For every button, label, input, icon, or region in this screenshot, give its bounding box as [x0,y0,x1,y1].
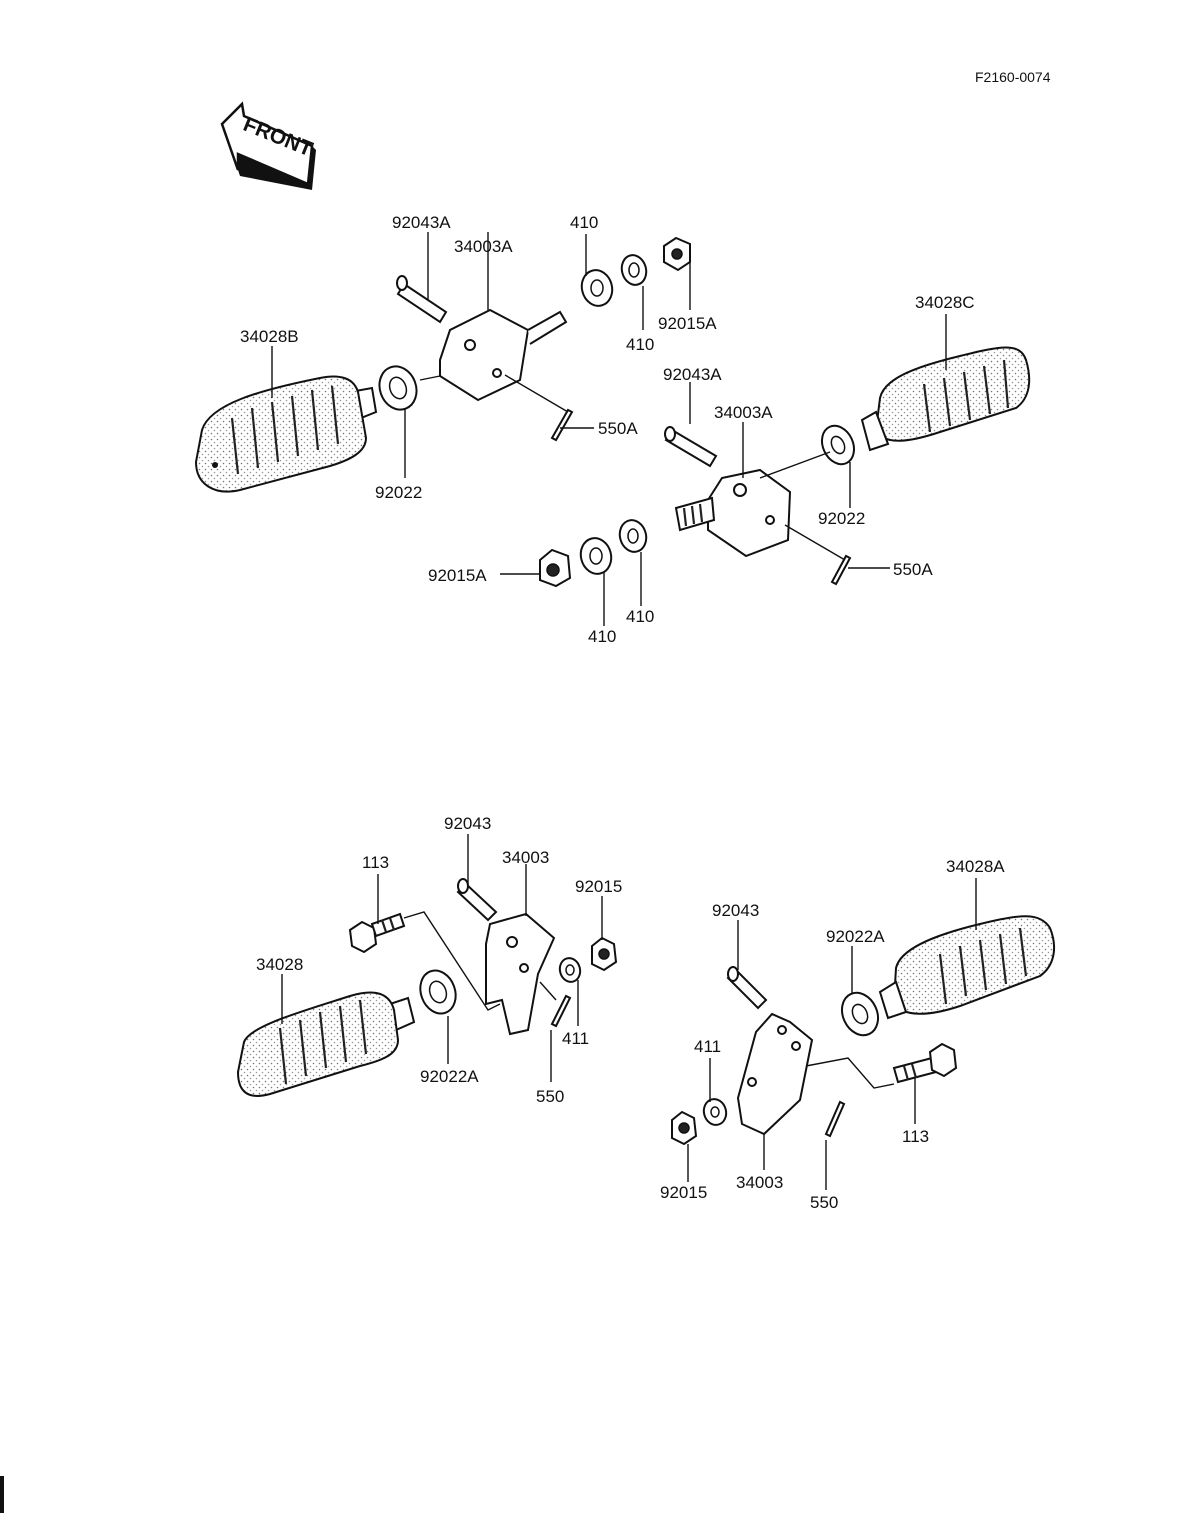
label-92043-1: 92043 [444,814,491,833]
footpeg-34028A [878,915,1056,1020]
bracket-34003A-1 [419,308,568,402]
diagram-code: F2160-0074 [975,69,1051,85]
label-34003A-2: 34003A [714,403,773,422]
label-34028C: 34028C [915,293,975,312]
washer-92022A-1 [419,969,457,1015]
nut-92015-1 [591,936,618,972]
washer-410-3 [618,519,648,553]
washer-92022-2 [820,424,856,466]
cotter-pin-550A-1 [550,408,574,442]
bolt-113-1 [348,911,501,1011]
bolt-113-2 [892,1042,958,1084]
label-34003A-1: 34003A [454,237,513,256]
label-92022A-1: 92022A [420,1067,479,1086]
scan-edge-mark [0,1476,4,1513]
nut-92015A-2 [539,548,572,588]
label-92015-2: 92015 [660,1183,707,1202]
washer-410-1 [580,269,614,307]
label-92022A-2: 92022A [826,927,885,946]
washer-92022-1 [378,365,418,411]
label-92043A-2: 92043A [663,365,722,384]
bracket-34003-2 [736,1012,895,1136]
label-92022-2: 92022 [818,509,865,528]
cotter-pin-550-1 [550,994,572,1028]
label-113-2: 113 [902,1127,929,1146]
label-34028B: 34028B [240,327,299,346]
footpeg-34028 [236,991,416,1097]
label-34003-2: 34003 [736,1173,783,1192]
label-411-2: 411 [694,1037,721,1056]
washer-411-2 [702,1098,728,1126]
footpeg-34028C [860,346,1031,452]
washer-410-4 [579,537,613,575]
label-411-1: 411 [562,1029,589,1048]
nut-92015-2 [671,1110,698,1146]
label-92022-1: 92022 [375,483,422,502]
bracket-34003A-2 [674,451,831,558]
label-550-2: 550 [810,1193,838,1212]
label-410-2: 410 [626,335,654,354]
label-410-4: 410 [626,607,654,626]
label-34003-1: 34003 [502,848,549,867]
bracket-34003-1 [485,912,556,1036]
label-92043A-1: 92043A [392,213,451,232]
label-34028: 34028 [256,955,303,974]
washer-92022A-2 [841,991,879,1037]
cotter-pin-550A-2 [830,554,852,586]
nut-92015A-1 [663,236,691,272]
pin-92043-2 [726,966,768,1010]
label-410-3: 410 [588,627,616,646]
label-550-1: 550 [536,1087,564,1106]
label-92015A-1: 92015A [658,314,717,333]
label-550A-1: 550A [598,419,638,438]
cotter-pin-550-2 [824,1100,846,1138]
footpeg-34028B [194,375,378,493]
washer-410-2 [620,254,648,286]
label-92043-2: 92043 [712,901,759,920]
label-550A-2: 550A [893,560,933,579]
pin-92043A-1 [396,275,448,324]
label-92015A-2: 92015A [428,566,487,585]
label-113-1: 113 [362,853,389,872]
front-arrow-icon: FRONT [220,101,316,190]
label-92015-1: 92015 [575,877,622,896]
label-34028A: 34028A [946,857,1005,876]
pin-92043-1 [456,878,498,922]
washer-411-1 [558,957,582,983]
pin-92043A-2 [664,426,718,468]
label-410-1: 410 [570,213,598,232]
